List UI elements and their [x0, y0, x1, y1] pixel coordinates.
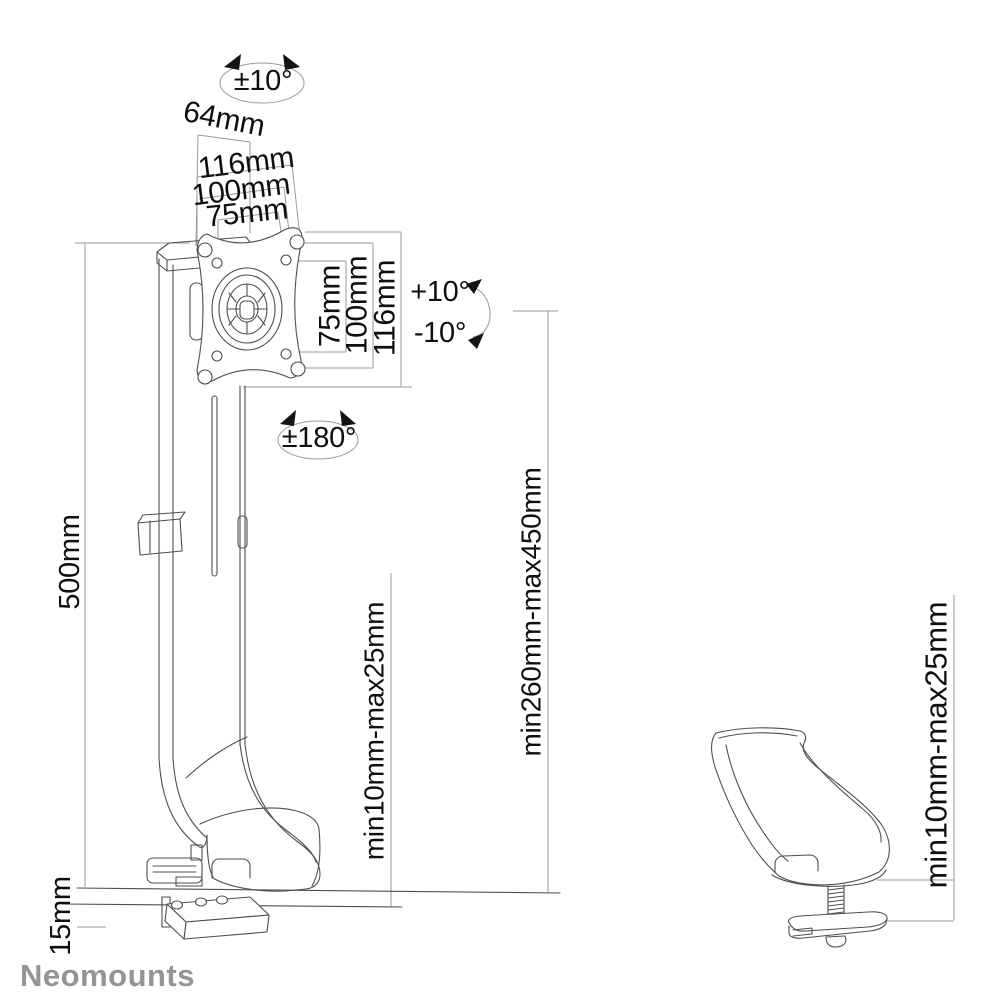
pivot-label: ±180° — [282, 422, 356, 454]
dimension-lines — [75, 134, 955, 928]
pivot-arrow-right-icon — [340, 410, 356, 426]
swivel-arrow-right-icon — [283, 54, 300, 70]
swivel-arrow-left-icon — [224, 54, 241, 70]
swivel-ellipse — [219, 62, 305, 104]
grommet-foot — [710, 727, 890, 886]
dim-label-height-116: 116mm — [369, 260, 402, 356]
grommet-plate — [787, 911, 888, 932]
dim-label-grommet-thickness: min10mm-max25mm — [919, 602, 954, 889]
pivot-ellipse — [277, 420, 359, 460]
clamp-screw-block — [190, 844, 203, 861]
dim-label-clamp-thickness: min10mm-max25mm — [359, 602, 390, 860]
dim-label-depth: 64mm — [181, 95, 268, 143]
tilt-down-label: -10° — [414, 317, 466, 349]
grommet-foot-notch — [774, 854, 819, 873]
vesa-hole-100 — [290, 361, 306, 377]
dim-label-height-100: 100mm — [341, 256, 374, 355]
vesa-hole-75 — [280, 348, 292, 360]
brand-logo: Neomounts — [20, 958, 195, 993]
tilt-arrow-down-icon — [468, 333, 484, 349]
grommet-base-drawing — [710, 727, 890, 948]
clamp-arm — [175, 876, 203, 887]
tilt-arc — [470, 286, 491, 338]
clamp-plate-side — [164, 903, 187, 940]
dim-label-height-75: 75mm — [314, 265, 347, 347]
column-pole — [158, 258, 246, 758]
column-slot — [211, 395, 218, 577]
dim-line-height-116 — [243, 231, 412, 388]
dim-line-height-75 — [291, 260, 347, 353]
clamp-bracket — [146, 857, 203, 884]
monitor-mount-drawing — [61, 227, 561, 940]
pivot-arrow-left-icon — [280, 410, 296, 426]
annotation-arrows — [219, 54, 491, 460]
swivel-label: ±10° — [234, 65, 293, 97]
tilt-hub — [211, 267, 283, 351]
dim-line-height-adjustment — [513, 310, 558, 893]
desk-clamp — [146, 844, 270, 940]
vesa-hole-100 — [197, 369, 213, 385]
labels: ±10° 64mm 116mm 100mm 75mm 75mm 100mm 11… — [20, 65, 954, 993]
vesa-hole-75 — [280, 254, 292, 266]
clamp-knob — [194, 897, 208, 907]
vesa-hole-100 — [197, 242, 213, 258]
column-side-tab — [237, 515, 248, 549]
grommet-foot-seam — [725, 742, 882, 862]
grommet-plate-thickness — [788, 918, 888, 939]
tilt-up-label: +10° — [410, 276, 470, 308]
vesa-hole-75 — [211, 350, 223, 362]
vesa-hole-75 — [211, 257, 223, 269]
dim-label-height-adjustment: min260mm-max450mm — [516, 468, 547, 757]
dim-line-width-116 — [196, 164, 301, 246]
grommet-plate-nub — [825, 935, 847, 948]
vesa-hole-100 — [289, 234, 305, 250]
dim-line-grommet-thickness — [877, 595, 955, 922]
release-lever — [189, 282, 204, 341]
grommet-foot-bottom — [771, 869, 887, 887]
clamp-knob — [215, 895, 229, 905]
clamp-knob — [170, 900, 184, 910]
mount-foot — [158, 736, 321, 892]
hub-spokes — [226, 283, 268, 335]
tilt-arrow-up-icon — [466, 279, 482, 294]
desk-top-edge — [76, 887, 561, 894]
column-slider — [137, 511, 186, 556]
dim-label-below-desk: 15mm — [45, 876, 77, 955]
hub-center-hole — [239, 300, 255, 320]
dim-label-column-height: 500mm — [54, 514, 86, 609]
dim-line-height-100 — [302, 242, 374, 369]
foot-notch — [211, 858, 251, 879]
